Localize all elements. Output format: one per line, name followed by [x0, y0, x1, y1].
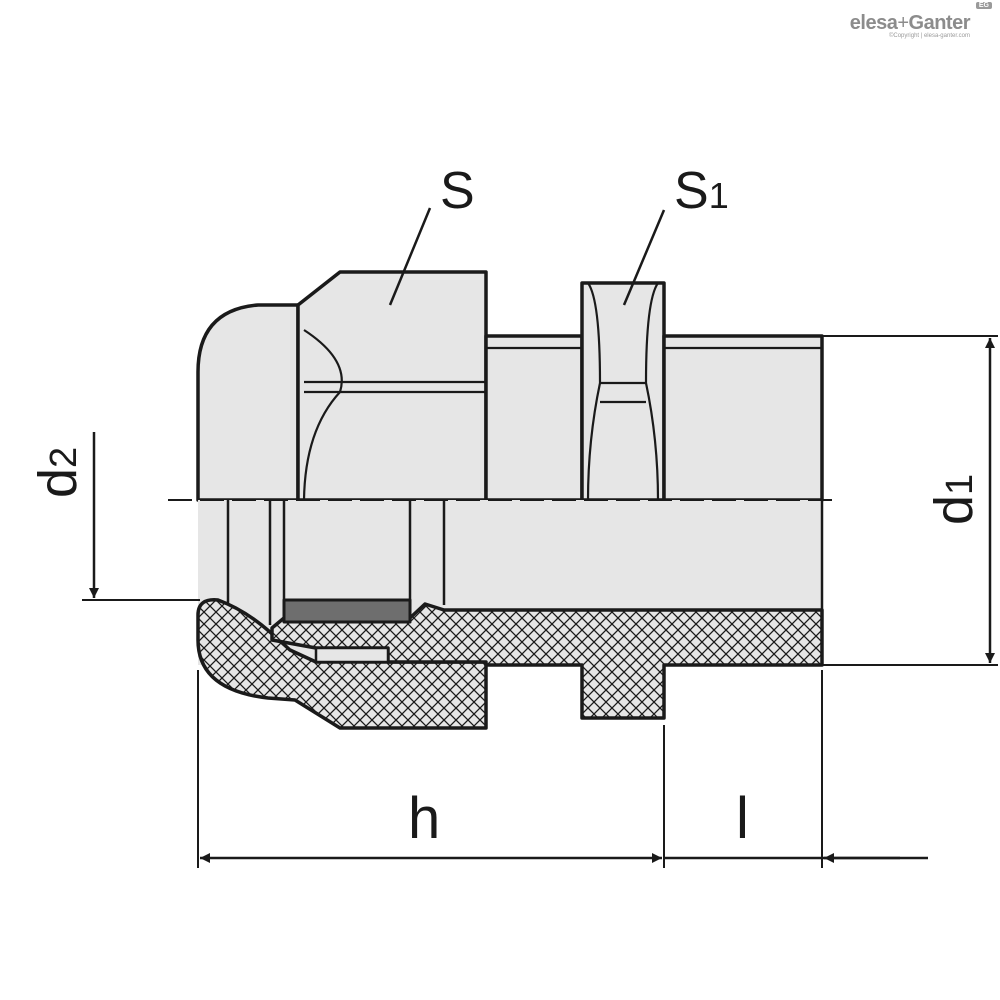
hex-s1-facet-lines	[600, 381, 646, 404]
brand-badge: EG	[975, 2, 992, 9]
label-d2-main: d	[28, 468, 88, 498]
seal-ring	[282, 598, 412, 624]
hex-nut-s	[296, 270, 488, 502]
hex-nut-s1	[580, 281, 666, 502]
label-s1: S1	[674, 162, 729, 220]
label-s1-main: S	[674, 162, 709, 220]
hex-s-facet-curve	[302, 329, 343, 501]
label-d2-sub: 2	[43, 447, 85, 468]
brand-copyright: ©Copyright | elesa-ganter.com	[888, 33, 970, 39]
label-d2: d2	[28, 447, 88, 498]
brand-name-left: elesa	[849, 12, 898, 34]
dome-cap-upper	[196, 303, 300, 502]
label-d1-sub: 1	[939, 474, 981, 495]
brand-name: elesa+Ganter	[849, 12, 971, 35]
brand-logo: EG elesa+Ganter ©Copyright | elesa-gante…	[849, 2, 992, 39]
leader-s	[388, 207, 432, 306]
label-h: h	[408, 786, 440, 851]
hex-s-facet-line	[304, 380, 486, 394]
thread-tube	[662, 334, 824, 502]
seal-insert-ring	[314, 646, 390, 664]
label-s1-sub: 1	[709, 175, 729, 216]
leader-s1	[622, 209, 666, 306]
brand-name-plus: +	[897, 12, 909, 34]
brand-name-right: Ganter	[908, 12, 971, 34]
label-l: l	[736, 786, 749, 851]
label-d1-main: d	[924, 495, 984, 525]
body-tube-middle	[484, 334, 584, 502]
label-s: S	[440, 162, 475, 220]
label-d1: d1	[924, 474, 984, 525]
inner-bore-lines	[226, 500, 824, 665]
